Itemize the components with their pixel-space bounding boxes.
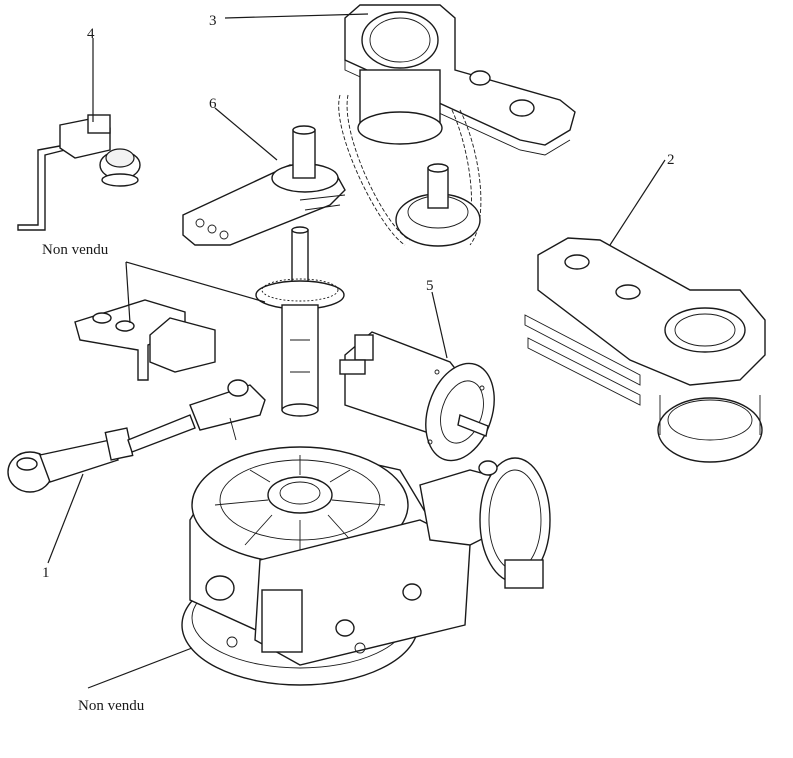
label-4: 4 [87, 26, 95, 42]
part-6-gear-plate [182, 125, 346, 246]
label-2: 2 [667, 152, 675, 168]
label-5: 5 [426, 278, 434, 294]
part-5-electric-motor [339, 331, 495, 462]
part-4-sensor-bracket [17, 114, 141, 231]
leader-lines [47, 13, 666, 689]
part-3-drive-arm-with-chain [338, 4, 576, 247]
label-6: 6 [209, 96, 217, 112]
label-1: 1 [42, 565, 50, 581]
part-2-lever-arm-stack [524, 237, 766, 463]
label-3: 3 [209, 13, 217, 29]
part-1-link-rod [7, 379, 266, 493]
label-non-vendu-top: Non vendu [42, 242, 109, 258]
main-gearbox-non-vendu [181, 446, 551, 686]
non-vendu-clamp-block [74, 299, 216, 381]
bevel-gear-shaft [255, 226, 345, 417]
label-non-vendu-bottom: Non vendu [78, 698, 145, 714]
callout-labels: 3 2 4 5 6 1 Non vendu Non vendu [42, 13, 675, 714]
